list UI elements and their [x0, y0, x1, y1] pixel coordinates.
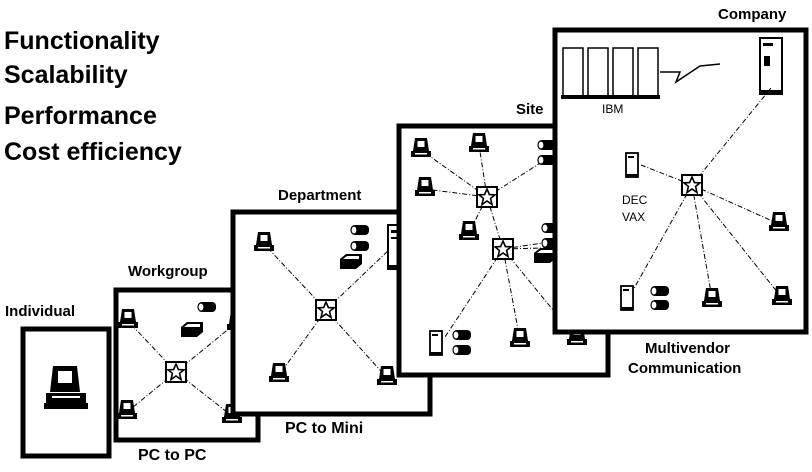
tier-label-workgroup: Workgroup: [128, 263, 208, 280]
caption-pc-to-mini: PC to Mini: [285, 420, 364, 437]
workgroup-disk: [197, 301, 217, 313]
department-disk-2: [350, 240, 370, 252]
individual-box: [20, 326, 112, 459]
criteria-functionality: Functionality: [4, 27, 160, 55]
criteria-cost-efficiency: Cost efficiency: [4, 138, 182, 166]
department-hub: [315, 299, 337, 321]
tier-label-site: Site: [516, 101, 544, 118]
wan-link: [660, 63, 721, 84]
company-server: [620, 285, 634, 311]
site-disk-6: [452, 344, 472, 356]
ibm-mainframe: [561, 47, 660, 99]
company-host-server: [759, 37, 783, 95]
criteria-performance: Performance: [4, 102, 157, 130]
dec-vax-computer: [625, 152, 639, 178]
individual-workstation: [44, 366, 88, 409]
site-disk-5: [452, 329, 472, 341]
workgroup-printer: [181, 322, 203, 337]
tier-label-department: Department: [278, 187, 362, 204]
caption-pc-to-pc: PC to PC: [138, 447, 207, 464]
label-ibm: IBM: [602, 102, 624, 116]
caption-communication: Communication: [628, 360, 742, 377]
company-disk-1: [650, 285, 670, 297]
company-hub: [681, 174, 703, 196]
department-disk-1: [350, 224, 370, 236]
site-hub-1: [476, 186, 498, 208]
workgroup-hub: [165, 361, 187, 383]
site-hub-2: [492, 238, 514, 260]
tier-label-company: Company: [718, 6, 787, 23]
criteria-scalability: Scalability: [4, 61, 128, 89]
label-dec: DEC: [622, 193, 648, 207]
label-vax: VAX: [622, 210, 646, 224]
caption-multivendor: Multivendor: [645, 340, 730, 357]
company-disk-2: [650, 299, 670, 311]
site-server-2: [429, 330, 443, 356]
tier-label-individual: Individual: [5, 303, 76, 320]
